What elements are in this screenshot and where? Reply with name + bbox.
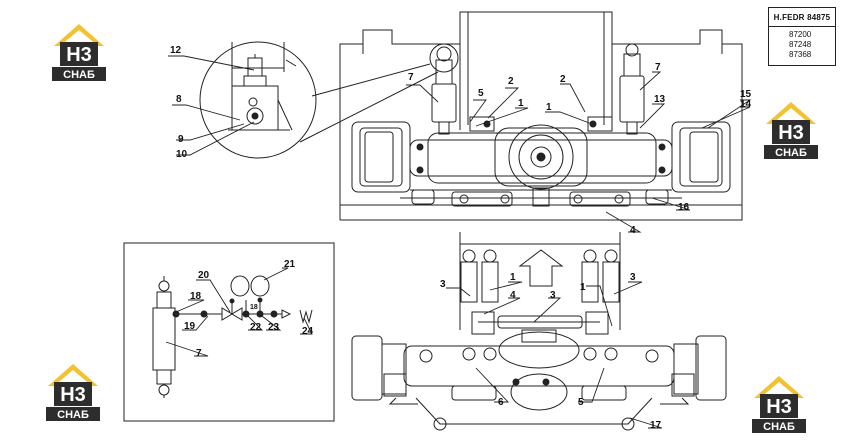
leader-lines [165, 55, 752, 429]
callout-19: 19 [184, 321, 196, 332]
callout-12: 12 [170, 45, 182, 56]
detail-zoom [199, 41, 459, 159]
callout-3-front-center: 3 [550, 290, 556, 301]
callout-7-schematic: 7 [196, 348, 202, 359]
front-view [351, 232, 727, 431]
logo-roof [54, 24, 104, 46]
logo-mark-text: H3 [60, 384, 86, 406]
callout-1-front-right: 1 [580, 282, 586, 293]
callout-13: 13 [654, 94, 666, 105]
callout-20: 20 [198, 270, 210, 281]
model-number: 87248 [789, 40, 812, 49]
reference-code: H.FEDR 84875 [769, 8, 835, 27]
logo-mark-text: H3 [778, 122, 804, 144]
callout-23: 23 [268, 322, 280, 333]
callout-1-top-right: 1 [546, 102, 552, 113]
model-list: 87200 87248 87368 [769, 27, 835, 60]
callout-2-left: 2 [508, 76, 514, 87]
model-number: 87368 [789, 50, 812, 59]
callout-8: 8 [176, 94, 182, 105]
callout-7-top-right: 7 [655, 62, 661, 73]
callout-24: 24 [302, 326, 314, 337]
callout-4-top: 4 [630, 225, 636, 236]
callout-7-top-left: 7 [408, 72, 414, 83]
logo-word-bg [46, 407, 100, 421]
logo-word-bg [52, 67, 106, 81]
logo-mark-text: H3 [66, 44, 92, 66]
callout-18-inline: 18 [250, 304, 258, 311]
logo-mark-bg [772, 120, 810, 144]
callout-16: 16 [678, 202, 690, 213]
callout-15: 15 [740, 89, 752, 100]
callout-17: 17 [650, 420, 662, 431]
top-cylinders [431, 43, 645, 135]
callout-6: 6 [498, 397, 504, 408]
top-axle [351, 121, 731, 207]
callout-3-front-right: 3 [630, 272, 636, 283]
callout-1-front-left: 1 [510, 272, 516, 283]
logo-roof [48, 364, 98, 386]
callout-18: 18 [190, 291, 202, 302]
logo-word-bg [752, 419, 806, 433]
callout-4-front: 4 [510, 290, 516, 301]
callout-5-top: 5 [478, 88, 484, 99]
logo-word-text: CHAБ [63, 69, 95, 81]
logo-mark-bg [54, 382, 92, 406]
hydraulic-schematic [123, 242, 335, 422]
logo-mark-bg [60, 42, 98, 66]
logo-roof [754, 376, 804, 398]
logo-word-bg [764, 145, 818, 159]
logo-word-text: CHAБ [775, 147, 807, 159]
reference-box: H.FEDR 84875 87200 87248 87368 [768, 7, 836, 66]
callout-labels: 12 8 9 10 7 5 2 1 2 1 7 13 15 14 16 4 20… [170, 45, 752, 431]
callout-2-right: 2 [560, 74, 566, 85]
logo-roof [766, 102, 816, 124]
logo-mark-text: H3 [766, 396, 792, 418]
callout-5-front: 5 [578, 397, 584, 408]
callout-10: 10 [176, 149, 188, 160]
logo-mark-bg [760, 394, 798, 418]
callout-22: 22 [250, 322, 262, 333]
callout-14: 14 [740, 99, 752, 110]
logo-word-text: CHAБ [763, 421, 795, 433]
callout-3-front-left: 3 [440, 279, 446, 290]
callout-9: 9 [178, 134, 184, 145]
callout-1-top-left: 1 [518, 98, 524, 109]
callout-21: 21 [284, 259, 296, 270]
model-number: 87200 [789, 30, 812, 39]
logo-word-text: CHAБ [57, 409, 89, 421]
